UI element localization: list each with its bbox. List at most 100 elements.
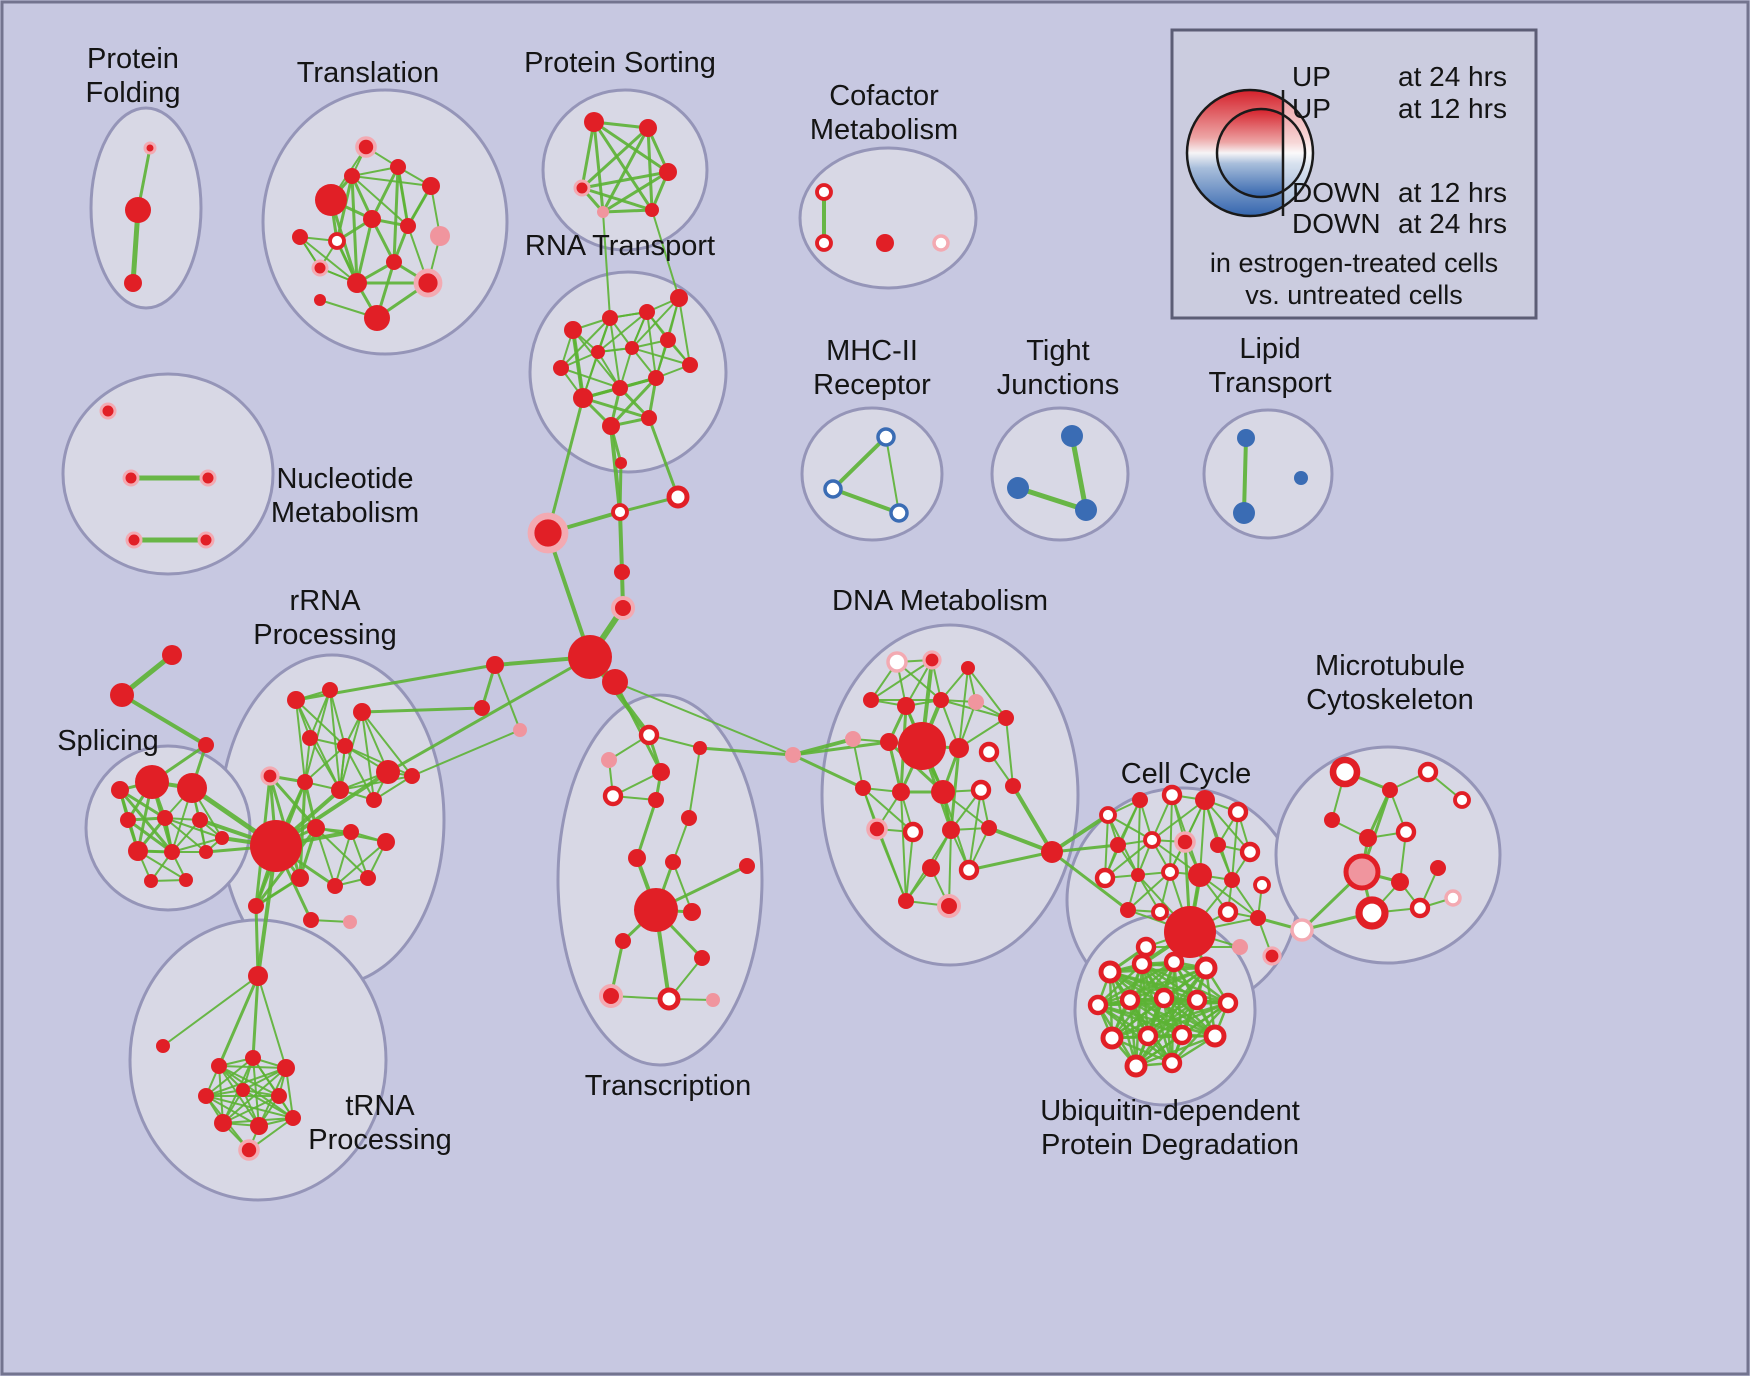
node-ub3	[1163, 951, 1185, 973]
node-lt1	[1237, 429, 1255, 447]
node-tx8	[628, 849, 646, 867]
node-h6	[611, 596, 635, 620]
node-ub9	[1217, 992, 1239, 1014]
edge-tb5-tb9	[242, 1089, 294, 1119]
node-mh1	[876, 427, 896, 447]
node-rr1	[287, 691, 305, 709]
node-dm1	[886, 651, 908, 673]
edge-rr1-rr8	[295, 699, 306, 783]
node-ub15	[1161, 1052, 1183, 1074]
node-ub1	[1098, 960, 1122, 984]
node-tx15	[657, 987, 681, 1011]
node-mc7	[1395, 821, 1417, 843]
edge-ub8-ub14	[1134, 998, 1199, 1068]
edge-dm21-dm26	[948, 829, 952, 907]
node-ps4	[573, 179, 591, 197]
node-h8	[602, 669, 628, 695]
node-mcc	[1290, 918, 1314, 942]
node-so3	[198, 737, 214, 753]
node-tl7	[328, 232, 346, 250]
cluster-label-trna-processing: tRNA	[345, 1090, 415, 1122]
edge-cc1-cc11	[1104, 814, 1109, 879]
edge-rr5-rr8	[304, 745, 346, 783]
node-dm5	[897, 697, 915, 715]
node-dm9	[845, 731, 861, 747]
node-nm1	[99, 402, 117, 420]
node-tb2	[245, 1050, 261, 1066]
node-rt13	[602, 417, 620, 435]
node-cc22	[1135, 936, 1157, 958]
node-tb3	[277, 1059, 295, 1077]
cluster-label-nucleotide-metabolism: Nucleotide	[276, 463, 413, 495]
node-rr2	[322, 682, 338, 698]
cluster-label-transcription: Transcription	[585, 1070, 752, 1102]
edge-dm24-dmc1	[967, 850, 1054, 872]
edge-ub1-ub14	[1108, 970, 1138, 1068]
edge-h4-h5	[618, 510, 624, 574]
edge-ps4-ps6	[580, 186, 654, 212]
edge-ps1-ps5	[592, 120, 605, 214]
edge-dm22-dmc1	[987, 826, 1054, 854]
legend-up-12-time: at 12 hrs	[1398, 93, 1507, 124]
node-nm5	[197, 531, 215, 549]
node-tx11	[683, 903, 701, 921]
node-rt2	[602, 310, 618, 326]
cluster-ellipse-lipid-transport	[1202, 408, 1334, 540]
edge-ub5-ub15	[1096, 1003, 1174, 1065]
edge-tx4-tx7	[688, 747, 701, 819]
node-tx9	[665, 854, 681, 870]
edge-dmc1-cc17	[1050, 850, 1130, 912]
edge-tx6-tx8	[635, 798, 658, 860]
node-rt1	[564, 321, 582, 339]
edge-cc4-cc7	[1151, 799, 1206, 841]
node-rr18	[248, 898, 264, 914]
node-mc5	[1324, 812, 1340, 828]
node-dm21	[942, 821, 960, 839]
cluster-label-trna-processing: Processing	[308, 1124, 451, 1156]
edge-dm3-dm12	[958, 667, 969, 749]
node-c3	[513, 723, 527, 737]
node-tb6	[271, 1088, 287, 1104]
cluster-label-cofactor-metabolism: Metabolism	[810, 114, 958, 146]
node-pf3	[124, 274, 142, 292]
edge-dmc1-cc1	[1050, 813, 1110, 854]
edge-sp8-sp12	[171, 837, 223, 853]
node-cc9	[1210, 837, 1226, 853]
edge-tn1-tb2	[251, 974, 260, 1060]
node-cc11	[1094, 867, 1116, 889]
node-dm16	[931, 780, 955, 804]
cluster-ellipse-microtubule-cytoskeleton	[1274, 745, 1502, 965]
node-tx17	[739, 858, 755, 874]
edge-rr2-rr5	[329, 689, 346, 747]
cluster-label-mhc-ii-receptor: MHC-II	[826, 335, 918, 367]
node-mc13	[1444, 889, 1462, 907]
node-tl12	[347, 273, 367, 293]
node-mc3	[1417, 761, 1439, 783]
cluster-label-tight-junctions: Junctions	[997, 369, 1120, 401]
node-cc23	[1232, 939, 1248, 955]
edge-ps1-ps6	[592, 120, 654, 212]
cluster-label-protein-folding: Protein	[87, 43, 179, 75]
node-tl13	[386, 254, 402, 270]
node-rt6	[591, 345, 605, 359]
edge-h8-dmc0	[614, 681, 794, 756]
edge-rr13-rr17	[350, 831, 369, 879]
edge-mh1-mh3	[885, 436, 900, 514]
node-tx6	[648, 792, 664, 808]
cluster-label-lipid-transport: Transport	[1208, 367, 1331, 399]
edge-rr14-rr16	[334, 841, 387, 887]
edge-rr1-rr9	[295, 699, 341, 791]
node-ub2	[1131, 953, 1153, 975]
edge-tl4-tl9	[397, 166, 409, 227]
node-rt11	[648, 370, 664, 386]
node-rr3	[353, 703, 371, 721]
edge-ps1-ps4	[580, 120, 596, 190]
node-dm26	[937, 894, 961, 918]
edge-dm15-dm25	[900, 791, 907, 902]
node-rt9	[573, 388, 593, 408]
node-tb8	[250, 1117, 268, 1135]
edge-rt1-rt9	[572, 329, 584, 399]
cluster-label-cofactor-metabolism: Cofactor	[829, 80, 939, 112]
